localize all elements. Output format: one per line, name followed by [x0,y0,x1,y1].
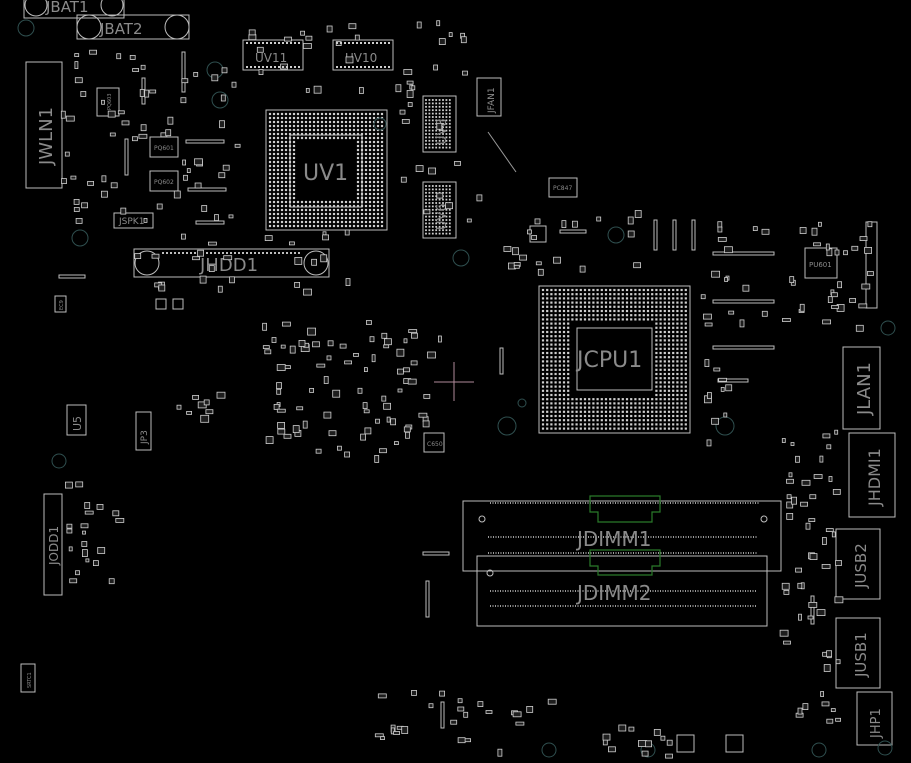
jdimm2-label: JDIMM2 [575,581,651,605]
pq601-label: PQ601 [154,145,174,152]
uv1-chip[interactable]: UV1 [265,109,388,231]
jwln1-label: JWLN1 [36,107,57,166]
ec9-label: EC9 [59,300,65,310]
jhdmi1-label: JHDMI1 [865,448,884,507]
jp3-label: JP3 [140,430,150,445]
srtc1-part[interactable]: SRTC1 [20,663,36,693]
jcpu1-socket[interactable]: JCPU1 [538,285,691,434]
srtc1-label: SRTC1 [27,672,33,688]
jfan1-label: JFAN1 [487,87,497,114]
uv10-chip[interactable]: UV10 [332,39,394,71]
jdimm2-slot[interactable]: JDIMM2 [476,549,768,627]
uv8-label: UV8 [435,118,450,145]
pc847-part[interactable]: PC847 [548,177,578,198]
pc847-label: PC847 [553,185,572,192]
smd-components [60,20,874,759]
ec9-part[interactable]: EC9 [54,295,67,313]
jbat2-label: JBAT2 [99,20,143,38]
jusb2-label: JUSB2 [852,543,870,589]
pq602-label: PQ602 [154,179,174,186]
jspk1-connector[interactable]: JSPK1 [113,212,154,229]
uv11-chip[interactable]: UV11 [242,39,304,71]
jhp1-label: JHP1 [869,708,884,739]
c650-part[interactable]: C650 [423,432,445,453]
jspk1-label: JSPK1 [118,217,144,227]
uv11-label: UV11 [255,51,287,65]
pq602-part[interactable]: PQ602 [149,170,179,192]
jodd1-connector[interactable]: JODD1 [43,493,63,596]
jfan1-connector[interactable]: JFAN1 [476,77,517,173]
uv6-chip[interactable]: UV6 [422,181,457,239]
jlan1-connector[interactable]: JLAN1 [842,346,881,430]
uv1-label: UV1 [303,161,348,186]
u5-chip[interactable]: U5 [66,404,87,436]
jp3-jumper[interactable]: JP3 [135,411,152,451]
jlan1-label: JLAN1 [854,362,875,416]
c650-label: C650 [427,441,443,448]
u5-label: U5 [71,416,84,431]
pu601-chip[interactable]: PU601 [804,247,838,279]
jusb1-connector[interactable]: JUSB1 [835,617,881,689]
jhp1-connector[interactable]: JHP1 [856,691,893,746]
pu601-label: PU601 [809,261,832,269]
jbat1-connector[interactable]: JBAT1 [23,0,125,19]
pq601-part[interactable]: PQ601 [149,136,179,158]
jhdmi1-connector[interactable]: JHDMI1 [848,432,896,518]
jusb2-connector[interactable]: JUSB2 [835,528,881,600]
misc-traces [58,51,878,753]
jdimm1-slot[interactable]: JDIMM1 [462,495,782,572]
origin-crosshair [434,362,474,401]
jdimm1-label: JDIMM1 [575,527,651,551]
jusb1-label: JUSB1 [852,632,870,678]
jwln1-connector[interactable]: JWLN1 [25,61,63,189]
jcpu1-label: JCPU1 [575,348,642,373]
pq603-label: PQ603 [107,94,113,111]
jbat1-label: JBAT1 [45,0,89,16]
uv6-label: UV6 [435,203,450,230]
jodd1-label: JODD1 [47,526,61,566]
jbat2-connector[interactable]: JBAT2 [76,14,190,40]
